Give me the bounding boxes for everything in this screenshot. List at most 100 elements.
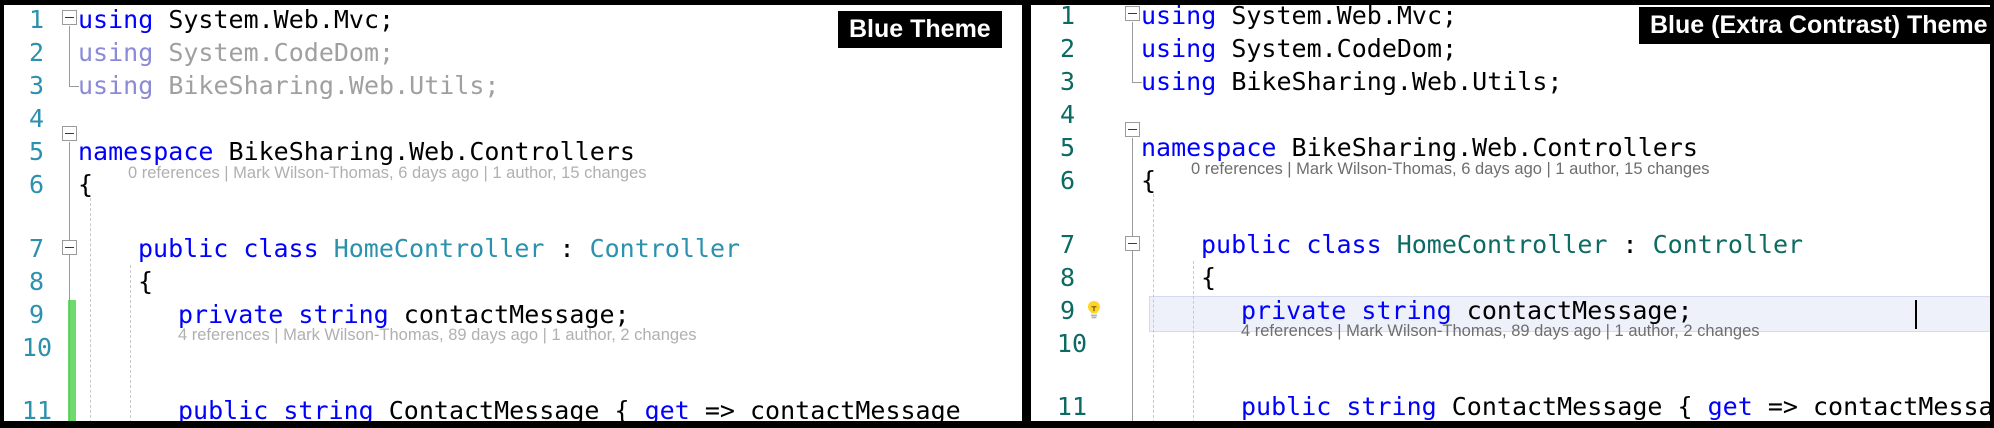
token: { (138, 267, 154, 296)
token: { (1201, 263, 1217, 292)
token: public (138, 234, 229, 263)
line-number: 5 (1059, 133, 1075, 162)
code-line-1[interactable]: using System.Web.Mvc; (78, 3, 394, 36)
token: HomeController (333, 234, 545, 263)
collapse-toggle-icon[interactable] (62, 126, 77, 141)
line-number: 10 (1056, 329, 1087, 358)
structure-guide (1153, 194, 1154, 428)
frame-edge-bottom (0, 421, 1994, 428)
token: contactMessage; (388, 300, 630, 329)
code-line-2[interactable]: using System.CodeDom; (78, 36, 394, 69)
token: namespace (78, 137, 214, 166)
line-number: 7 (28, 234, 44, 263)
line-number: 5 (28, 137, 44, 166)
token: get (644, 396, 690, 425)
token: { (78, 170, 94, 199)
code-line-3[interactable]: using BikeSharing.Web.Utils; (78, 69, 499, 102)
token (1382, 230, 1397, 259)
line-number: 6 (28, 170, 44, 199)
frame-edge-top (0, 0, 1994, 5)
line-number: 4 (1059, 100, 1075, 129)
code-line-7[interactable]: public class HomeController : Controller (1201, 228, 1803, 261)
token: class (243, 234, 319, 263)
token: string (298, 300, 389, 329)
current-line-highlight (1149, 296, 1994, 332)
token: namespace (1141, 133, 1277, 162)
token: System.CodeDom; (153, 38, 395, 67)
line-number: 10 (21, 333, 52, 362)
token: public (1201, 230, 1292, 259)
codelens-indicator[interactable]: 0 references | Mark Wilson-Thomas, 6 day… (128, 164, 647, 182)
token: BikeSharing.Web.Utils; (1216, 67, 1563, 96)
outline-rule (1132, 22, 1133, 82)
outline-rule (69, 26, 70, 86)
token: public (178, 396, 269, 425)
token: HomeController (1396, 230, 1608, 259)
code-line-3[interactable]: using BikeSharing.Web.Utils; (1141, 65, 1562, 98)
code-line-9[interactable]: private string contactMessage; (1241, 294, 1693, 327)
code-line-2[interactable]: using System.CodeDom; (1141, 32, 1457, 65)
structure-guide (130, 265, 131, 428)
token (228, 234, 243, 263)
code-line-6[interactable]: { (78, 168, 93, 201)
editor-pane-blue-extra-contrast-theme[interactable]: 1 2 3 4 5 6 7 8 9 10 11 using System.Web… (1031, 0, 1994, 428)
collapse-toggle-icon[interactable] (62, 10, 77, 25)
token: BikeSharing.Web.Utils; (153, 71, 500, 100)
line-number: 1 (28, 5, 44, 34)
code-line-5[interactable]: namespace BikeSharing.Web.Controllers (78, 135, 635, 168)
token: using (1141, 34, 1217, 63)
structure-guide (1193, 261, 1194, 428)
code-line-11[interactable]: public string ContactMessage { get => co… (178, 394, 961, 427)
code-line-8[interactable]: { (1201, 261, 1216, 294)
code-line-8[interactable]: { (138, 265, 153, 298)
token: using (1141, 1, 1217, 30)
collapse-toggle-icon[interactable] (1125, 6, 1140, 21)
editor-pane-blue-theme[interactable]: 1 2 3 4 5 6 7 8 9 10 11 using System.Web… (0, 0, 1022, 428)
outline-rule-end (1132, 82, 1142, 83)
token: BikeSharing.Web.Controllers (1276, 133, 1698, 162)
token: using (1141, 67, 1217, 96)
line-number: 1 (1059, 1, 1075, 30)
line-number: 8 (28, 267, 44, 296)
outline-rule (1132, 138, 1133, 428)
theme-badge-blue-extra-contrast: Blue (Extra Contrast) Theme (1639, 7, 1994, 44)
lightbulb-icon[interactable] (1083, 299, 1105, 321)
token: BikeSharing.Web.Controllers (213, 137, 635, 166)
token: contactMessage; (1451, 296, 1693, 325)
line-number: 9 (1059, 296, 1075, 325)
collapse-toggle-icon[interactable] (62, 240, 77, 255)
line-number: 2 (1059, 34, 1075, 63)
codelens-indicator[interactable]: 4 references | Mark Wilson-Thomas, 89 da… (1241, 322, 1760, 340)
token: ContactMessage { (373, 396, 645, 425)
code-line-11[interactable]: public string ContactMessage { get => co… (1241, 390, 1994, 423)
codelens-indicator[interactable]: 4 references | Mark Wilson-Thomas, 89 da… (178, 326, 697, 344)
token: : (544, 234, 590, 263)
token: public (1241, 392, 1332, 421)
code-line-1[interactable]: using System.Web.Mvc; (1141, 0, 1457, 32)
collapse-toggle-icon[interactable] (1125, 122, 1140, 137)
panel-divider (1022, 0, 1031, 428)
token (319, 234, 334, 263)
codelens-indicator[interactable]: 0 references | Mark Wilson-Thomas, 6 day… (1191, 160, 1710, 178)
code-line-7[interactable]: public class HomeController : Controller (138, 232, 740, 265)
token: class (1306, 230, 1382, 259)
line-number: 7 (1059, 230, 1075, 259)
token: using (78, 38, 154, 67)
code-line-5[interactable]: namespace BikeSharing.Web.Controllers (1141, 131, 1698, 164)
change-tracking-bar (68, 300, 76, 428)
token: => contactMessage (1767, 392, 1994, 421)
line-number: 4 (28, 104, 44, 133)
token: System.CodeDom; (1216, 34, 1458, 63)
code-line-9[interactable]: private string contactMessage; (178, 298, 630, 331)
line-number: 2 (28, 38, 44, 67)
token: string (1361, 296, 1452, 325)
token: get (1707, 392, 1753, 421)
frame-edge-left (0, 0, 4, 428)
text-caret (1915, 300, 1917, 329)
line-number: 3 (28, 71, 44, 100)
line-number: 9 (28, 300, 44, 329)
token: string (1346, 392, 1437, 421)
collapse-toggle-icon[interactable] (1125, 236, 1140, 251)
code-line-6[interactable]: { (1141, 164, 1156, 197)
